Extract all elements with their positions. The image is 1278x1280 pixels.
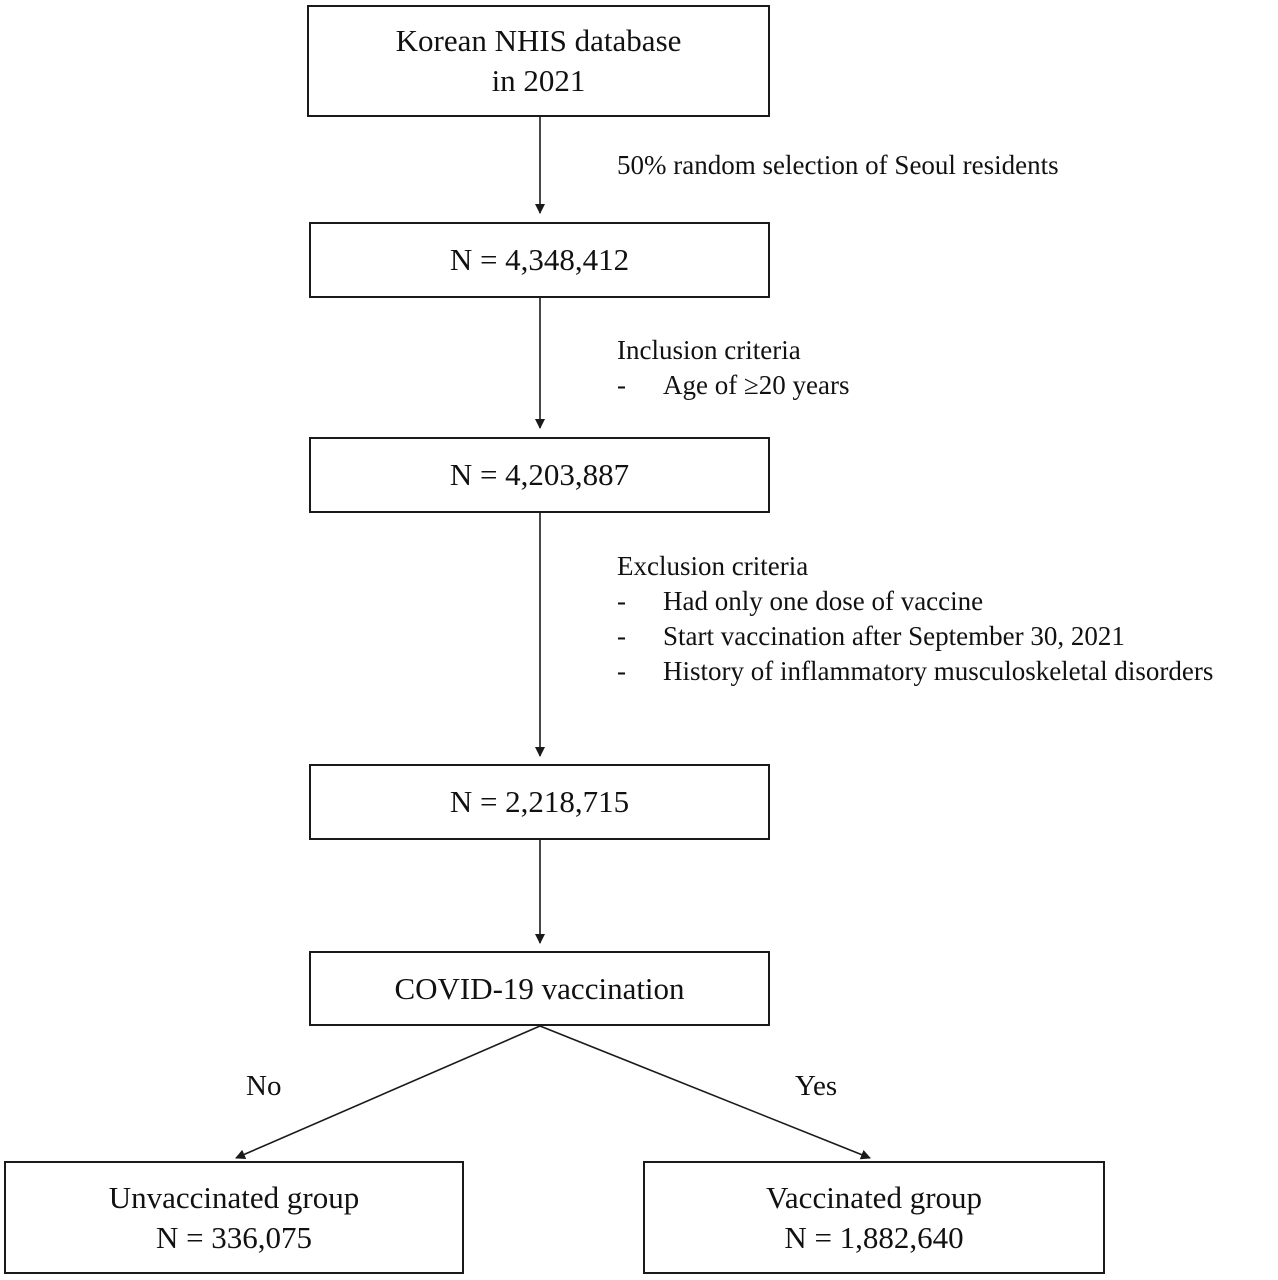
selection-note-text: 50% random selection of Seoul residents	[617, 150, 1059, 180]
inclusion-item: - Age of ≥20 years	[617, 368, 850, 403]
step2-count: N = 4,203,887	[449, 457, 630, 492]
source-box: Korean NHIS database in 2021	[307, 5, 770, 117]
vaccinated-group-count: N = 1,882,640	[784, 1219, 964, 1255]
exclusion-item-text: History of inflammatory musculoskeletal …	[663, 656, 1214, 686]
bullet-dash: -	[617, 656, 626, 686]
inclusion-item-text: Age of ≥20 years	[663, 370, 850, 400]
arrow-split-to-unvaccinated	[235, 1025, 541, 1160]
branch-label-no: No	[246, 1069, 281, 1103]
step1-count: N = 4,348,412	[449, 242, 630, 277]
vaccinated-group-title: Vaccinated group	[765, 1179, 983, 1215]
inclusion-title: Inclusion criteria	[617, 335, 801, 365]
exclusion-item: - History of inflammatory musculoskeletal…	[617, 654, 1213, 689]
exclusion-item: - Start vaccination after September 30, 2…	[617, 619, 1213, 654]
exclusion-item: - Had only one dose of vaccine	[617, 584, 1213, 619]
bullet-dash: -	[617, 586, 626, 616]
bullet-dash: -	[617, 621, 626, 651]
step3-count: N = 2,218,715	[449, 784, 630, 819]
inclusion-note: Inclusion criteria - Age of ≥20 years	[617, 333, 850, 403]
exclusion-note: Exclusion criteria - Had only one dose of…	[617, 549, 1213, 689]
exclusion-item-text: Start vaccination after September 30, 20…	[663, 621, 1125, 651]
source-box-line2: in 2021	[491, 63, 586, 98]
exclusion-title: Exclusion criteria	[617, 551, 809, 581]
branch-label-no-text: No	[246, 1070, 282, 1102]
unvaccinated-group-count: N = 336,075	[155, 1219, 313, 1255]
unvaccinated-group-title: Unvaccinated group	[108, 1179, 360, 1215]
vaccination-split-label: COVID-19 vaccination	[394, 970, 685, 1006]
branch-label-yes-text: Yes	[795, 1070, 838, 1102]
step3-box: N = 2,218,715	[309, 764, 770, 840]
step1-box: N = 4,348,412	[309, 222, 770, 298]
selection-note: 50% random selection of Seoul residents	[617, 148, 1059, 183]
unvaccinated-group-box: Unvaccinated group N = 336,075	[4, 1161, 464, 1274]
branch-label-yes: Yes	[795, 1069, 837, 1103]
exclusion-item-text: Had only one dose of vaccine	[663, 586, 984, 616]
arrow-split-to-vaccinated	[539, 1025, 871, 1160]
step2-box: N = 4,203,887	[309, 437, 770, 513]
vaccinated-group-box: Vaccinated group N = 1,882,640	[643, 1161, 1105, 1274]
bullet-dash: -	[617, 370, 626, 400]
vaccination-split-box: COVID-19 vaccination	[309, 951, 770, 1026]
source-box-line1: Korean NHIS database	[395, 23, 682, 58]
